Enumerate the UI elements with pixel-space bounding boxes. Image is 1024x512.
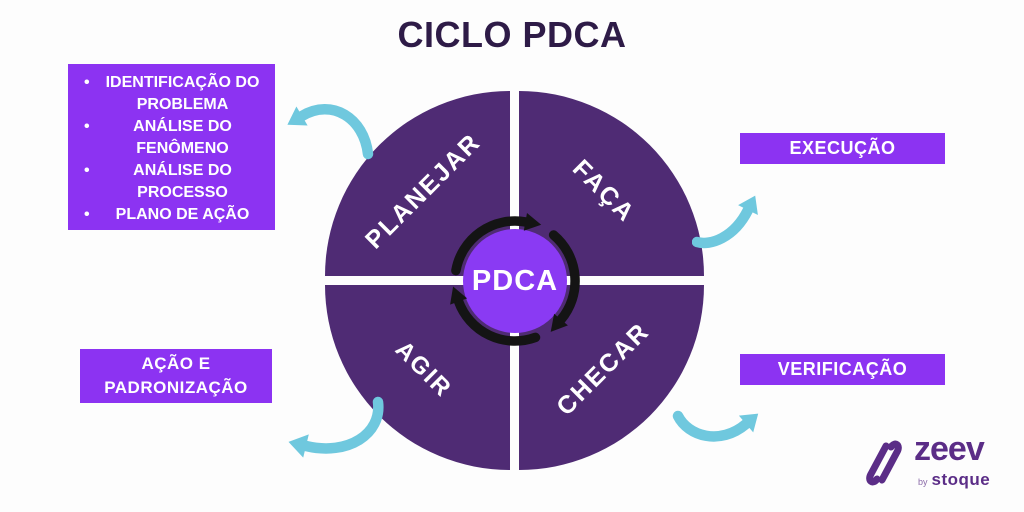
cycle-arrows-icon <box>450 213 580 346</box>
logo-byline-prefix: by <box>918 477 928 487</box>
page-title: CICLO PDCA <box>397 14 627 55</box>
list-item-label: ANÁLISE DO FENÔMENO <box>133 118 232 157</box>
list-item: • PLANO DE AÇÃO <box>78 204 265 226</box>
execucao-box: EXECUÇÃO <box>740 133 945 164</box>
pdca-wheel: PLANEJAR FAÇA AGIR CHECAR <box>325 91 704 470</box>
swoosh-arrow-top-right-icon <box>692 195 758 249</box>
list-item: • ANÁLISE DO FENÔMENO <box>78 116 265 160</box>
bullet-icon: • <box>84 118 90 135</box>
list-item-label: IDENTIFICAÇÃO DO PROBLEMA <box>105 74 260 113</box>
swoosh-arrow-bottom-right-icon <box>672 410 759 442</box>
list-item-label: ANÁLISE DO PROCESSO <box>133 162 232 201</box>
bullet-icon: • <box>84 74 90 91</box>
logo-brand-text: zeev <box>914 430 985 468</box>
center-label: PDCA <box>471 264 559 297</box>
list-item: • ANÁLISE DO PROCESSO <box>78 160 265 204</box>
zeev-logo-mark-icon <box>866 440 902 486</box>
acao-padronizacao-box: AÇÃO E PADRONIZAÇÃO <box>80 349 272 403</box>
list-item: • IDENTIFICAÇÃO DO PROBLEMA <box>78 72 265 116</box>
list-item-label: PLANO DE AÇÃO <box>115 206 250 223</box>
bullet-icon: • <box>84 206 90 223</box>
bullet-icon: • <box>84 162 90 179</box>
verificacao-box: VERIFICAÇÃO <box>740 354 945 385</box>
wheel-quadrants: PLANEJAR FAÇA AGIR CHECAR <box>325 91 704 470</box>
logo-byline-brand: stoque <box>931 470 991 489</box>
plan-details-list: • IDENTIFICAÇÃO DO PROBLEMA • ANÁLISE DO F… <box>78 72 265 226</box>
swoosh-arrow-bottom-left-icon <box>288 396 384 458</box>
swoosh-arrow-top-left-icon <box>287 104 374 160</box>
plan-details-box: • IDENTIFICAÇÃO DO PROBLEMA • ANÁLISE DO F… <box>68 64 275 230</box>
